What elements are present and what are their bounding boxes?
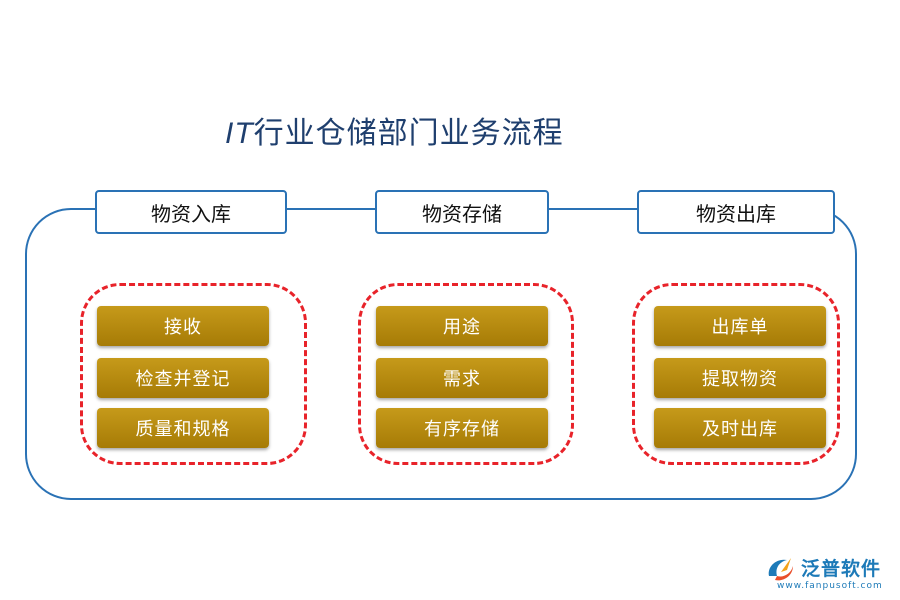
step-demand: 需求 xyxy=(376,358,548,398)
step-outbound-slip: 出库单 xyxy=(654,306,826,346)
step-inspect-register: 检查并登记 xyxy=(97,358,269,398)
header-inbound: 物资入库 xyxy=(95,190,287,234)
title-prefix: IT xyxy=(225,117,254,150)
title-text: 行业仓储部门业务流程 xyxy=(253,116,564,151)
diagram-title: IT行业仓储部门业务流程 xyxy=(225,108,564,152)
brand-name: 泛普软件 xyxy=(801,558,882,580)
group-inbound xyxy=(80,283,307,465)
step-pick-goods: 提取物资 xyxy=(654,358,826,398)
brand-logo[interactable]: 泛普软件 www.fanpusoft.com xyxy=(765,552,895,598)
step-orderly-storage: 有序存储 xyxy=(376,408,548,448)
step-usage: 用途 xyxy=(376,306,548,346)
fanpu-logo-icon xyxy=(768,558,793,581)
header-storage: 物资存储 xyxy=(375,190,549,234)
header-outbound: 物资出库 xyxy=(637,190,835,234)
step-receive: 接收 xyxy=(97,306,269,346)
group-storage xyxy=(358,283,574,465)
group-outbound xyxy=(632,283,840,465)
step-quality-spec: 质量和规格 xyxy=(97,408,269,448)
step-timely-dispatch: 及时出库 xyxy=(654,408,826,448)
brand-url: www.fanpusoft.com xyxy=(777,581,883,591)
